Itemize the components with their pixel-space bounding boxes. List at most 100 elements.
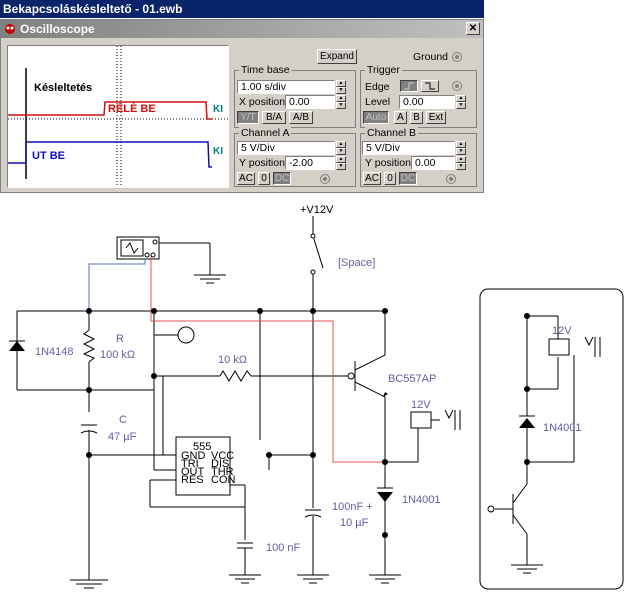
resistor-10k-label: 10 kΩ xyxy=(218,354,247,366)
transistor-label: BC557AP xyxy=(388,373,436,385)
spin-up-icon: ▲ xyxy=(456,156,466,163)
ground-label: Ground xyxy=(413,51,449,63)
channel-a-ypos-label: Y position xyxy=(239,157,285,169)
spin-down-icon: ▼ xyxy=(336,148,346,155)
diode-1-label: 1N4148 xyxy=(35,346,74,358)
rising-edge-button[interactable] xyxy=(400,80,418,92)
diode-1n4001-icon xyxy=(377,492,393,502)
channel-a-group: Channel A xyxy=(234,127,356,187)
oscilloscope-window: Oscilloscope ✕ Késleltetés RÉLÉ BE UT BE… xyxy=(0,19,484,193)
scope-label-rele: RÉLÉ BE xyxy=(108,102,156,115)
channel-a-field[interactable]: 5 V/Div xyxy=(237,141,335,155)
window-title: Bekapcsoláskésleltető - 01.ewb xyxy=(3,2,183,16)
spin-down-icon: ▼ xyxy=(336,102,346,109)
trigger-group: Trigger xyxy=(360,64,477,128)
scope-wave-icon xyxy=(125,242,139,254)
probe-wire-b xyxy=(88,259,146,311)
timebase-field[interactable]: 1.00 s/div xyxy=(237,80,335,94)
channel-a-radio[interactable] xyxy=(320,174,330,184)
schematic-symbols xyxy=(9,233,601,513)
scope-display: Késleltetés RÉLÉ BE UT BE KI KI xyxy=(7,45,229,188)
trigger-auto-button[interactable]: Auto xyxy=(363,111,389,124)
spin-up-icon: ▲ xyxy=(336,80,346,87)
yt-button[interactable]: Y/T xyxy=(237,111,259,124)
timebase-group: Time base xyxy=(234,64,356,128)
channel-b-ac-button[interactable]: AC xyxy=(363,172,381,185)
level-field[interactable]: 0.00 xyxy=(399,95,455,109)
xposition-spinner[interactable]: ▲▼ xyxy=(336,95,346,109)
channel-b-spinner[interactable]: ▲▼ xyxy=(456,141,466,155)
channel-a-spinner[interactable]: ▲▼ xyxy=(336,141,346,155)
trace-channel-b xyxy=(8,141,212,168)
inset-relay-contact-icon xyxy=(584,336,594,347)
capacitor-c-label: C xyxy=(119,414,127,426)
oscilloscope-title-bar[interactable]: Oscilloscope ✕ xyxy=(1,20,483,38)
inset-relay-label: 12V xyxy=(552,325,572,337)
spin-up-icon: ▲ xyxy=(336,156,346,163)
trigger-b-button[interactable]: B xyxy=(410,111,423,124)
scope-traces: Késleltetés RÉLÉ BE UT BE KI KI xyxy=(8,46,228,187)
relay-label: 12V xyxy=(411,399,431,411)
switch-label: [Space] xyxy=(338,257,375,269)
inset-diode-icon xyxy=(519,418,535,428)
scope-label-delay: Késleltetés xyxy=(34,82,92,94)
spin-down-icon: ▼ xyxy=(456,102,466,109)
supply-label: +V12V xyxy=(300,204,334,216)
falling-edge-button[interactable] xyxy=(421,80,439,92)
channel-b-radio[interactable] xyxy=(446,174,456,184)
cap-100n-label: 100 nF xyxy=(266,542,301,554)
schematic-canvas: +V12V [Space] 1N4148 R 100 kΩ 10 kΩ C 47… xyxy=(9,204,624,590)
cap-combo-label-2: 10 µF xyxy=(340,517,369,529)
window-title-bar: Bekapcsoláskésleltető - 01.ewb xyxy=(0,0,484,18)
spin-up-icon: ▲ xyxy=(456,95,466,102)
timebase-spinner[interactable]: ▲▼ xyxy=(336,80,346,94)
trigger-ext-button[interactable]: Ext xyxy=(426,111,446,124)
trigger-title: Trigger xyxy=(365,64,402,76)
ic-pin-tri: TRI xyxy=(181,458,199,470)
junction-dots xyxy=(86,308,530,538)
trigger-a-button[interactable]: A xyxy=(394,111,407,124)
spin-down-icon: ▼ xyxy=(456,148,466,155)
level-spinner[interactable]: ▲▼ xyxy=(456,95,466,109)
ba-button[interactable]: B/A xyxy=(262,111,286,124)
channel-b-ypos-label: Y position xyxy=(365,157,411,169)
ab-button[interactable]: A/B xyxy=(289,111,313,124)
oscilloscope-title: Oscilloscope xyxy=(20,22,95,36)
spin-up-icon: ▲ xyxy=(336,141,346,148)
spin-down-icon: ▼ xyxy=(456,163,466,170)
channel-a-ypos-spinner[interactable]: ▲▼ xyxy=(336,156,346,170)
spin-up-icon: ▲ xyxy=(336,95,346,102)
ic-pin-vcc: VCC xyxy=(211,450,234,462)
cap-combo-label-1: 100nF + xyxy=(332,501,373,513)
ground-radio[interactable] xyxy=(452,52,462,62)
channel-b-ypos-spinner[interactable]: ▲▼ xyxy=(456,156,466,170)
channel-a-zero-button[interactable]: 0 xyxy=(258,172,270,185)
expand-button[interactable]: Expand xyxy=(317,49,357,64)
channel-b-group: Channel B xyxy=(360,127,477,187)
ic-pin-dis: DIS xyxy=(211,458,229,470)
test-point-icon xyxy=(177,326,195,344)
channel-a-dc-button[interactable]: DC xyxy=(273,172,291,185)
channel-b-field[interactable]: 5 V/Div xyxy=(362,141,455,155)
close-button[interactable]: ✕ xyxy=(466,22,480,35)
channel-a-ypos-field[interactable]: -2.00 xyxy=(285,156,335,170)
trace-channel-a xyxy=(8,101,212,120)
trigger-radio[interactable] xyxy=(452,81,462,91)
spin-up-icon: ▲ xyxy=(456,141,466,148)
spin-down-icon: ▼ xyxy=(336,87,346,94)
channel-a-ac-button[interactable]: AC xyxy=(237,172,255,185)
xposition-field[interactable]: 0.00 xyxy=(285,95,335,109)
capacitor-c-value: 47 µF xyxy=(108,431,137,443)
diode-1n4148-icon xyxy=(9,341,25,351)
switch-contact-icon xyxy=(310,233,316,239)
ic-pin-thr: THR xyxy=(211,466,234,478)
scope-label-ut: UT BE xyxy=(32,150,65,162)
relay-contact-icon xyxy=(444,409,454,420)
channel-b-dc-button[interactable]: DC xyxy=(399,172,417,185)
falling-edge-icon xyxy=(425,82,435,90)
channel-b-zero-button[interactable]: 0 xyxy=(384,172,396,185)
ic-pin-con: CON xyxy=(211,474,236,486)
channel-b-title: Channel B xyxy=(365,127,419,139)
channel-b-ypos-field[interactable]: 0.00 xyxy=(411,156,455,170)
transistor-arrow-icon xyxy=(383,392,388,397)
